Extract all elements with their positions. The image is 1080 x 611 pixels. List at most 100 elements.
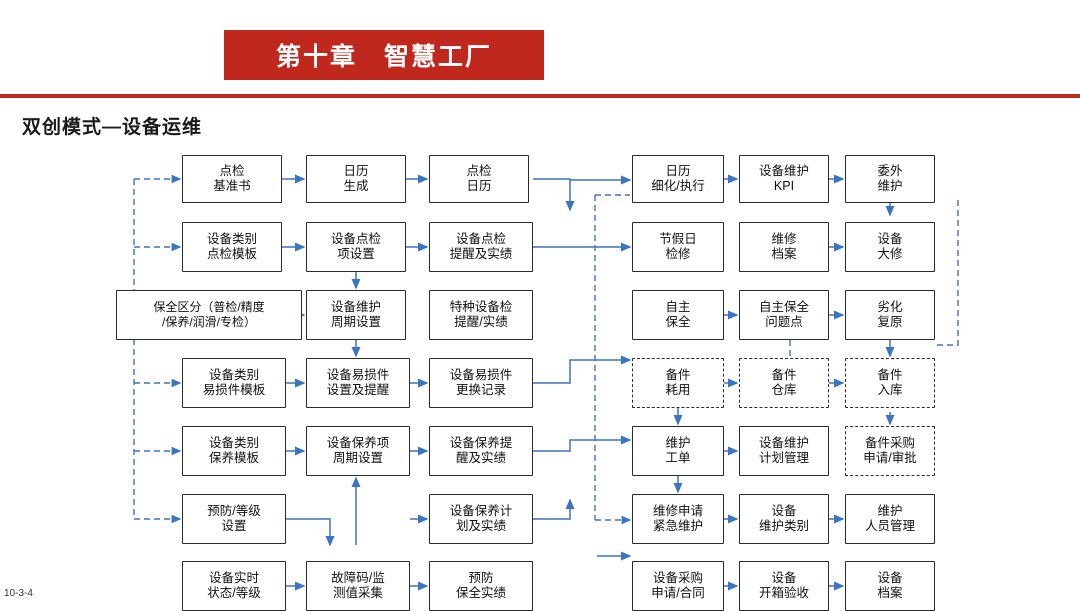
flow-node-n19[interactable]: 设备类别易损件模板 bbox=[182, 358, 286, 408]
flow-node-n26[interactable]: 设备保养项周期设置 bbox=[306, 426, 410, 476]
title-background bbox=[224, 30, 544, 80]
flow-node-n6[interactable]: 委外维护 bbox=[845, 155, 935, 203]
flow-node-label: 入库 bbox=[877, 383, 903, 397]
flow-node-label: /保养/润滑/专检） bbox=[161, 315, 256, 329]
flow-node-n15[interactable]: 特种设备检提醒/实绩 bbox=[429, 290, 533, 340]
page-title: 第十章 智慧工厂 bbox=[275, 43, 492, 71]
section-subtitle: 双创模式—设备运维 bbox=[22, 117, 203, 138]
flow-node-label: 维护 bbox=[877, 503, 903, 518]
flow-node-label: 设置 bbox=[221, 519, 247, 533]
flow-node-label: 日历 bbox=[343, 163, 369, 178]
flow-node-n38[interactable]: 预防保全实绩 bbox=[429, 561, 533, 611]
flow-node-n23[interactable]: 备件仓库 bbox=[739, 358, 829, 408]
flow-node-n36[interactable]: 设备实时状态/等级 bbox=[182, 561, 286, 611]
flow-node-n14[interactable]: 设备维护周期设置 bbox=[306, 290, 406, 340]
flow-node-label: 保全实绩 bbox=[455, 586, 506, 600]
flow-node-label: 细化/执行 bbox=[651, 179, 705, 193]
flow-node-n2[interactable]: 日历生成 bbox=[306, 155, 406, 203]
flow-node-label: 计划管理 bbox=[758, 451, 809, 465]
flow-node-label: 维护类别 bbox=[758, 519, 809, 533]
flow-node-label: 劣化 bbox=[877, 299, 903, 314]
flow-node-n32[interactable]: 设备保养计划及实绩 bbox=[429, 494, 533, 544]
flow-node-label: 预防 bbox=[468, 570, 494, 585]
flow-node-n3[interactable]: 点检日历 bbox=[429, 155, 529, 203]
flow-node-label: 检修 bbox=[665, 247, 691, 261]
flow-node-label: 设备保养项 bbox=[326, 435, 390, 450]
flow-node-n10[interactable]: 节假日检修 bbox=[632, 222, 724, 272]
flow-node-label: KPI bbox=[773, 179, 795, 193]
flow-node-n25[interactable]: 设备类别保养模板 bbox=[182, 426, 286, 476]
flow-node-label: 维护 bbox=[665, 435, 691, 450]
flow-node-label: 周期设置 bbox=[330, 315, 381, 329]
flow-node-label: 设备类别 bbox=[208, 435, 259, 450]
flow-node-n17[interactable]: 自主保全问题点 bbox=[739, 290, 829, 340]
flow-node-label: 设备 bbox=[771, 503, 797, 518]
flow-node-n4[interactable]: 日历细化/执行 bbox=[632, 155, 724, 203]
flow-node-label: 设备维护 bbox=[758, 435, 809, 450]
flow-node-label: 档案 bbox=[877, 586, 903, 600]
flow-node-n7[interactable]: 设备类别点检模板 bbox=[182, 222, 282, 272]
flow-node-n8[interactable]: 设备点检项设置 bbox=[306, 222, 406, 272]
flow-node-label: 节假日 bbox=[659, 231, 697, 246]
flow-node-n9[interactable]: 设备点检提醒及实绩 bbox=[429, 222, 533, 272]
flow-node-label: 维护 bbox=[877, 179, 903, 193]
flow-node-n21[interactable]: 设备易损件更换记录 bbox=[429, 358, 533, 408]
flow-node-label: 点检 bbox=[219, 163, 245, 178]
flow-node-label: 设备 bbox=[771, 570, 797, 585]
flow-node-n35[interactable]: 维护人员管理 bbox=[845, 494, 935, 544]
flow-node-n22[interactable]: 备件耗用 bbox=[632, 358, 724, 408]
flow-node-label: 大修 bbox=[877, 247, 903, 261]
flow-node-n40[interactable]: 设备开箱验收 bbox=[739, 561, 829, 611]
flow-node-n39[interactable]: 设备采购申请/合同 bbox=[632, 561, 724, 611]
flow-node-n16[interactable]: 自主保全 bbox=[632, 290, 724, 340]
flow-node-label: 备件采购 bbox=[864, 435, 915, 450]
flow-node-label: 保全区分（普检/精度 bbox=[153, 300, 265, 315]
flow-node-label: 醒及实绩 bbox=[455, 451, 506, 465]
flow-node-n1[interactable]: 点检基准书 bbox=[182, 155, 282, 203]
flow-node-label: 设备维护 bbox=[330, 299, 381, 314]
flow-node-n31[interactable]: 预防/等级设置 bbox=[182, 494, 286, 544]
flow-node-label: 设备类别 bbox=[206, 231, 257, 246]
flow-node-label: 设备点检 bbox=[455, 231, 506, 246]
flow-node-n18[interactable]: 劣化复原 bbox=[845, 290, 935, 340]
flow-node-label: 故障码/监 bbox=[331, 570, 385, 585]
flow-node-label: 提醒及实绩 bbox=[449, 247, 513, 261]
flow-node-label: 设备类别 bbox=[208, 367, 259, 382]
flow-node-n20[interactable]: 设备易损件设置及提醒 bbox=[306, 358, 410, 408]
flow-node-n33[interactable]: 维修申请紧急维护 bbox=[632, 494, 724, 544]
flow-node-label: 划及实绩 bbox=[455, 519, 506, 533]
flow-node-label: 设置及提醒 bbox=[326, 383, 390, 397]
flow-node-n34[interactable]: 设备维护类别 bbox=[739, 494, 829, 544]
flow-node-label: 耗用 bbox=[665, 383, 691, 397]
flow-node-n13[interactable]: 保全区分（普检/精度/保养/润滑/专检） bbox=[116, 290, 302, 340]
flow-node-label: 设备易损件 bbox=[449, 367, 513, 382]
flow-node-n29[interactable]: 设备维护计划管理 bbox=[739, 426, 829, 476]
flow-node-label: 紧急维护 bbox=[652, 519, 703, 533]
flow-node-label: 保全 bbox=[665, 315, 691, 329]
flow-node-label: 申请/合同 bbox=[651, 586, 705, 600]
flow-node-n28[interactable]: 维护工单 bbox=[632, 426, 724, 476]
flow-node-n24[interactable]: 备件入库 bbox=[845, 358, 935, 408]
flow-node-label: 复原 bbox=[877, 315, 903, 329]
flow-node-n11[interactable]: 维修档案 bbox=[739, 222, 829, 272]
flow-node-n12[interactable]: 设备大修 bbox=[845, 222, 935, 272]
flow-node-label: 项设置 bbox=[337, 247, 375, 261]
flow-node-n27[interactable]: 设备保养提醒及实绩 bbox=[429, 426, 533, 476]
flow-node-label: 易损件模板 bbox=[202, 383, 266, 397]
flow-node-label: 测值采集 bbox=[332, 586, 383, 600]
flow-node-label: 申请/审批 bbox=[863, 451, 917, 465]
flow-node-n41[interactable]: 设备档案 bbox=[845, 561, 935, 611]
flow-node-n30[interactable]: 备件采购申请/审批 bbox=[845, 426, 935, 476]
flow-node-n37[interactable]: 故障码/监测值采集 bbox=[306, 561, 410, 611]
flow-node-label: 状态/等级 bbox=[207, 586, 261, 600]
flow-node-label: 工单 bbox=[665, 451, 691, 465]
flow-node-label: 备件 bbox=[771, 367, 797, 382]
flow-node-label: 设备易损件 bbox=[326, 367, 390, 382]
flow-node-label: 特种设备检 bbox=[449, 299, 513, 314]
flow-node-label: 备件 bbox=[877, 367, 903, 382]
flow-node-label: 点检 bbox=[466, 163, 492, 178]
flow-node-label: 日历 bbox=[665, 163, 691, 178]
flow-node-label: 周期设置 bbox=[332, 451, 383, 465]
